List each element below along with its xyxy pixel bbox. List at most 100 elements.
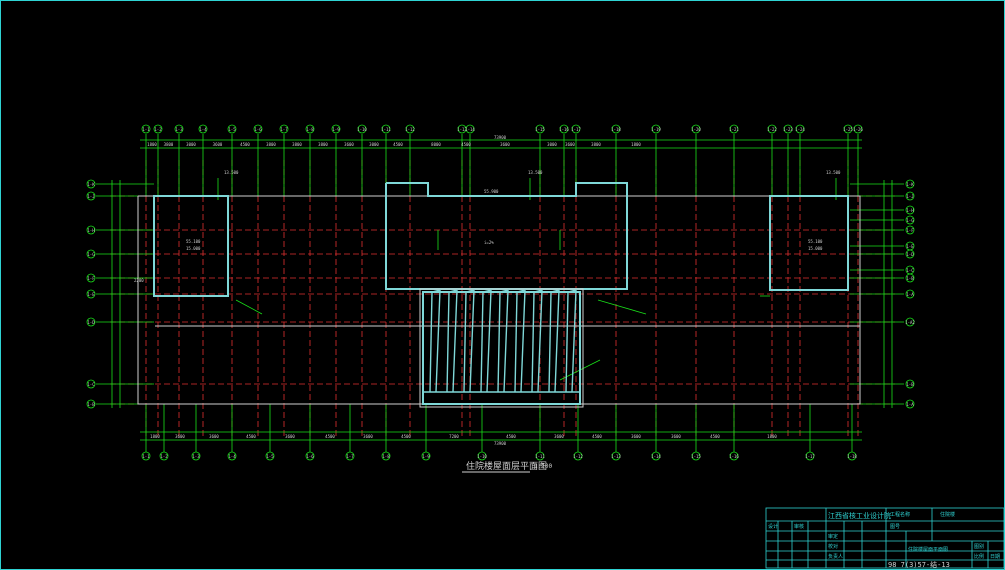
dim-label-bottom: 4500 (325, 434, 335, 439)
dim-label-top: 3800 (591, 142, 601, 147)
axis-bubble (783, 124, 793, 134)
dim-label-bottom: 4500 (246, 434, 256, 439)
atrium-slat (550, 289, 560, 393)
dim-label-bottom: 4500 (401, 434, 411, 439)
axis-label: 1-24 (795, 127, 805, 132)
axis-label: 1-6 (306, 454, 314, 459)
plan-texts: 1800 3800 3000 3600 4500 3800 3800 3800 3600 3000… (134, 135, 841, 446)
axis-bubble (86, 379, 96, 389)
axis-bubble (805, 451, 815, 461)
axis-bubble (405, 124, 415, 134)
axis-bubble (795, 124, 805, 134)
title-block-scale: 比例 (974, 553, 984, 560)
axis-bubble (535, 124, 545, 134)
axis-label: 1-5 (266, 454, 274, 459)
axis-label: 1-13 (457, 127, 467, 132)
roof-outline (137, 182, 861, 408)
title-block-manager: 负责人 (828, 553, 843, 560)
dim-label-top: 3800 (318, 142, 328, 147)
dim-label-top: 3600 (213, 142, 223, 147)
axis-bubble (571, 124, 581, 134)
axis-bubble (905, 215, 915, 225)
dim-label-top: 3800 (164, 142, 174, 147)
center-callout: 13.500 (528, 170, 543, 175)
dim-label-bottom: 3600 (363, 434, 373, 439)
axis-label: 1-A2 (905, 320, 915, 325)
atrium-slat (482, 289, 492, 393)
dim-label-bottom: 3600 (554, 434, 564, 439)
dim-label-top: 1800 (631, 142, 641, 147)
title-block-company: 江西省核工业设计院 (828, 511, 891, 520)
axis-label: 1-C (906, 268, 914, 273)
axis-label: 1-17 (805, 454, 815, 459)
axis-label: 1-3 (175, 127, 183, 132)
dim-label-top: 3800 (266, 142, 276, 147)
axis-label: 1-E (906, 244, 914, 249)
drawing-title: 住院楼屋面层平面图 (466, 460, 547, 472)
axis-bubble (477, 451, 487, 461)
title-block-project-label: 工程名称 (890, 511, 910, 518)
axis-bubble (141, 124, 151, 134)
axis-label: 1-4 (199, 127, 207, 132)
axis-bubble (843, 124, 853, 134)
axis-label: 1-G (906, 218, 914, 223)
axis-bubble (535, 451, 545, 461)
green-dimension-lines (96, 134, 904, 452)
axis-label: 1-15 (535, 127, 545, 132)
axis-bubble (905, 317, 915, 327)
title-block-design: 设计 (768, 523, 778, 530)
axis-label: 1-B (906, 382, 914, 387)
dim-label-bottom: 1800 (767, 434, 777, 439)
axis-label: 1-18 (847, 454, 857, 459)
axis-bubble (86, 399, 96, 409)
atrium-slat-edge (565, 291, 569, 393)
title-block-sheet-no: 98 7(3)57-结-13 (888, 560, 950, 569)
title-block-sheet-title: 住院楼屋面平面图 (908, 546, 948, 553)
axis-label: 1-G (87, 252, 95, 257)
axis-label: 1-19 (651, 127, 661, 132)
axis-label: 1-B (87, 402, 95, 407)
roof-outer-outline (137, 195, 861, 405)
left-stair-elev: 55.100 (186, 239, 201, 244)
atrium-slat (465, 289, 475, 393)
axis-label: 1-C (87, 382, 95, 387)
dim-label-top: 3000 (186, 142, 196, 147)
axis-bubble (905, 379, 915, 389)
dim-label-top: 1800 (147, 142, 157, 147)
axis-label: 1-H (906, 208, 914, 213)
dim-label-top: 3800 (292, 142, 302, 147)
right-stair-elev: 55.100 (808, 239, 823, 244)
axis-label: 1-9 (332, 127, 340, 132)
axis-bubble (86, 249, 96, 259)
dim-label-top: 3600 (344, 142, 354, 147)
atrium-slat-edge (514, 291, 518, 393)
axis-label: 1-9 (422, 454, 430, 459)
title-block-date: 日期 (990, 554, 1000, 560)
axis-label: 1-J (87, 194, 94, 199)
axis-label: 1-10 (477, 454, 487, 459)
axis-label: 1-13 (611, 454, 621, 459)
axis-label: 1-5 (228, 127, 236, 132)
axis-bubble (905, 273, 915, 283)
drawing-scale: 1:100 (534, 463, 552, 470)
atrium-slat-edge (463, 291, 467, 393)
axis-bubble (174, 124, 184, 134)
axis-bubble (331, 124, 341, 134)
dim-label-top: 4500 (461, 142, 471, 147)
axis-bubble (905, 289, 915, 299)
axis-bubble (847, 451, 857, 461)
axis-label: 1-12 (405, 127, 415, 132)
axis-bubble (279, 124, 289, 134)
dim-label-top: 3000 (369, 142, 379, 147)
axis-bubble (651, 451, 661, 461)
atrium-slat (431, 289, 441, 393)
dim-label-bottom: 4500 (710, 434, 720, 439)
title-block-drawing-no-label: 图号 (890, 524, 900, 530)
axis-label: 1-12 (573, 454, 583, 459)
axis-bubble (153, 124, 163, 134)
atrium-slat (533, 289, 543, 393)
left-stair-elev-2: 15.000 (186, 246, 201, 251)
dim-label-top: 3600 (500, 142, 510, 147)
axis-label: 1-F (906, 228, 914, 233)
